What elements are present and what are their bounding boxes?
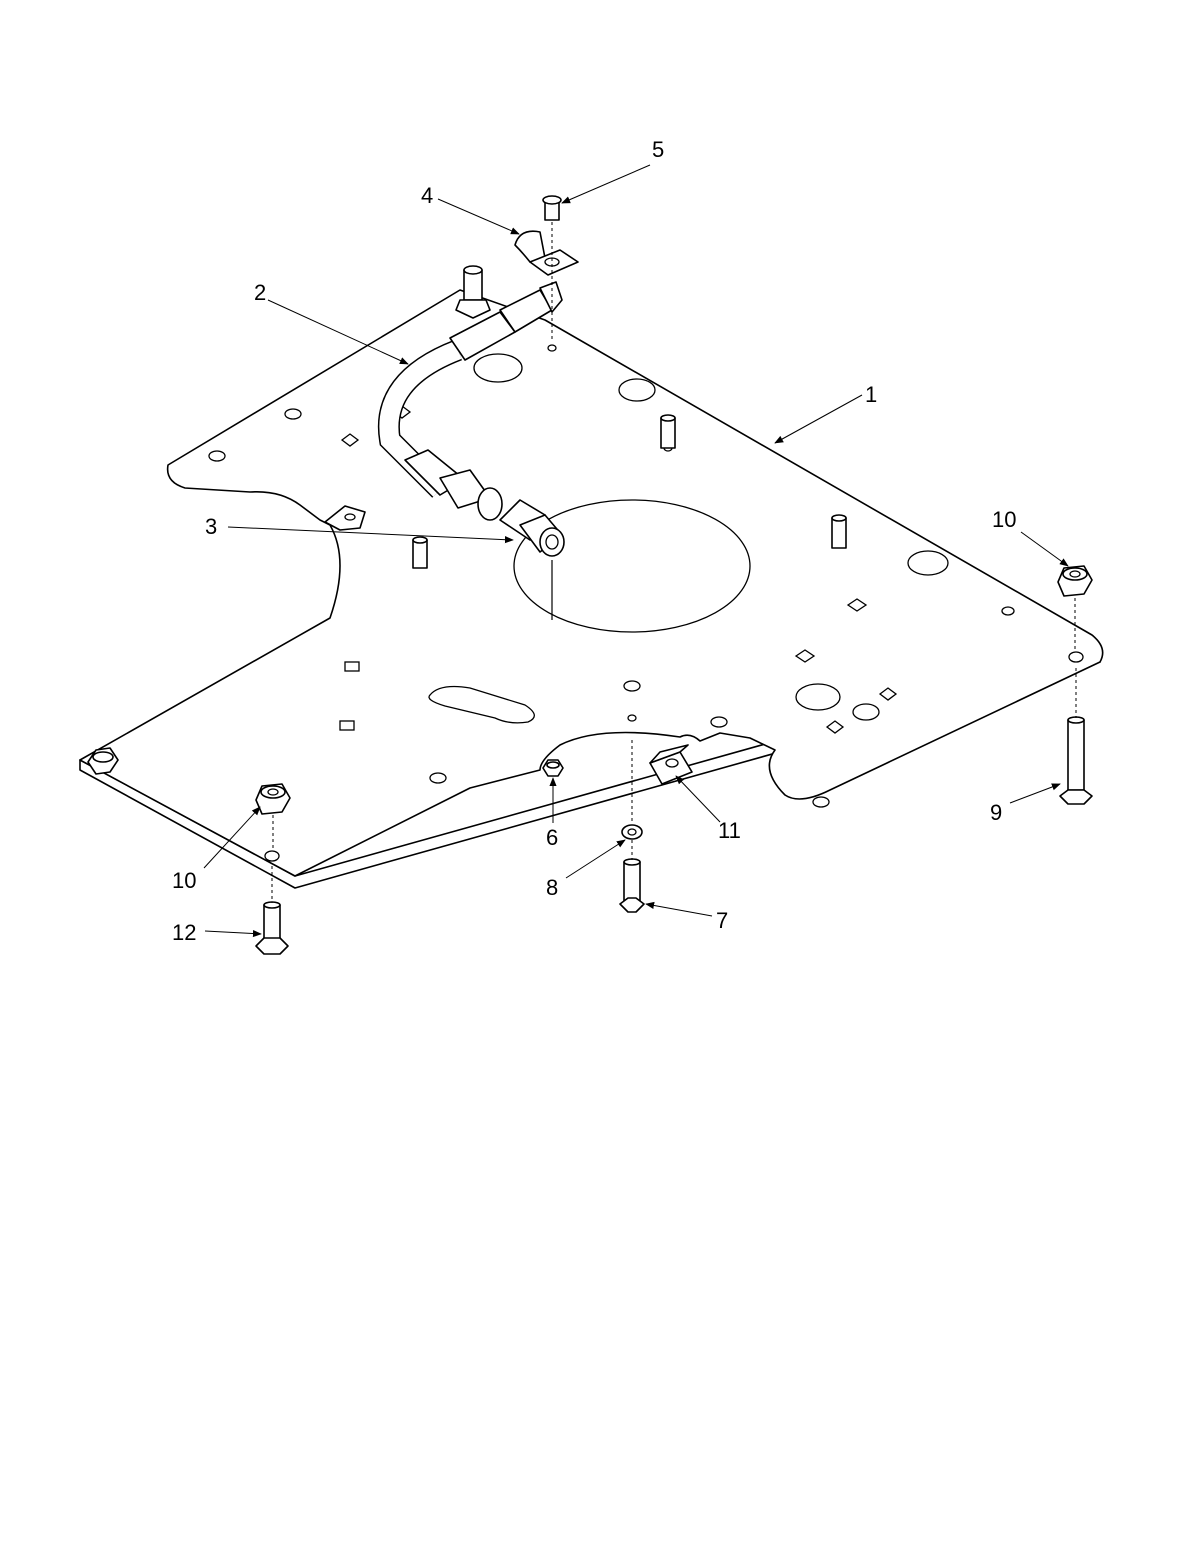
- small-nut: [542, 759, 564, 777]
- callout-9: 9: [990, 800, 1002, 825]
- callout-7: 7: [716, 908, 728, 933]
- washer: [621, 824, 643, 840]
- callout-6: 6: [546, 825, 558, 850]
- bolt-7: [619, 858, 645, 913]
- callout-4: 4: [421, 183, 433, 208]
- bolt-9: [1059, 716, 1093, 805]
- large-opening: [513, 499, 751, 633]
- base-plate: [79, 289, 1104, 889]
- callout-8: 8: [546, 875, 558, 900]
- callouts: 1 2 3 4 5 6 7 8 9 10 10 11 12: [172, 137, 1016, 945]
- callout-10-left: 10: [172, 868, 196, 893]
- flange-nut: [255, 783, 291, 815]
- callout-10-right: 10: [992, 507, 1016, 532]
- callout-11: 11: [718, 818, 741, 843]
- callout-3: 3: [205, 514, 217, 539]
- locating-pin: [412, 536, 428, 569]
- elbow-fitting: [499, 499, 565, 557]
- bolt-12: [255, 901, 289, 955]
- hose-assembly: [377, 265, 563, 521]
- callout-2: 2: [254, 280, 266, 305]
- flange-nut: [87, 747, 119, 775]
- callout-5: 5: [652, 137, 664, 162]
- callout-1: 1: [865, 382, 877, 407]
- locating-pin: [831, 514, 847, 549]
- leader-lines: [203, 164, 1069, 938]
- callout-12: 12: [172, 920, 196, 945]
- hose-clamp: [514, 230, 579, 276]
- flange-nut: [1057, 565, 1093, 597]
- mounting-screw: [542, 195, 562, 221]
- slot: [428, 685, 535, 724]
- locating-pin: [660, 414, 676, 449]
